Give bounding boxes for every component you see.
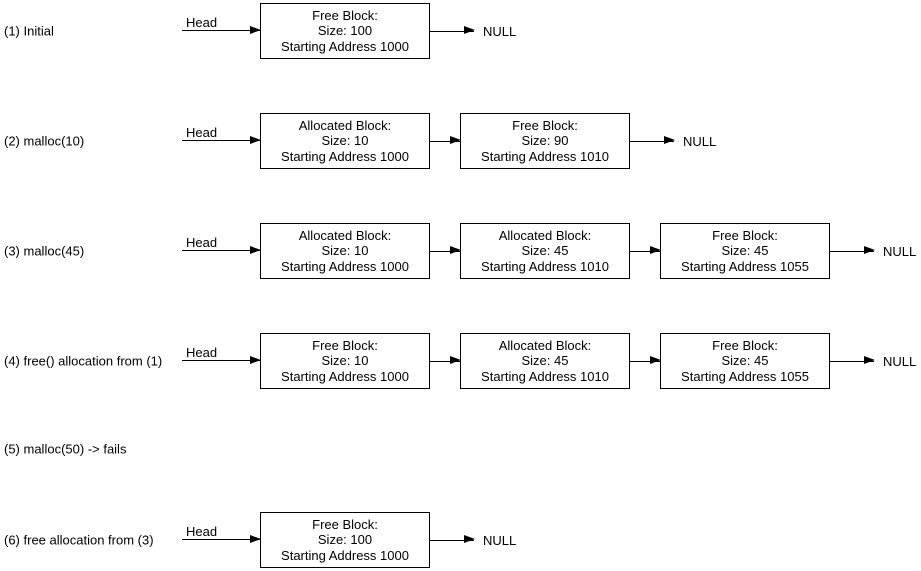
memory-block-allocated: Allocated Block: Size: 45 Starting Addre… xyxy=(460,333,630,389)
block-address: Starting Address 1000 xyxy=(281,38,409,54)
block-type: Free Block: xyxy=(312,516,378,532)
block-type: Free Block: xyxy=(312,337,378,353)
block-size: Size: 90 xyxy=(521,133,569,149)
head-pointer: Head xyxy=(182,512,261,568)
next-pointer-arrow-icon xyxy=(430,246,461,255)
head-arrow-icon xyxy=(182,535,261,544)
block-size: Size: 45 xyxy=(521,353,569,369)
null-arrow-icon xyxy=(430,535,475,544)
block-chain: Free Block: Size: 100 Starting Address 1… xyxy=(260,512,516,568)
step-label: (3) malloc(45) xyxy=(4,243,85,259)
head-label: Head xyxy=(186,524,218,539)
block-type: Allocated Block: xyxy=(298,227,392,243)
next-pointer-arrow-icon xyxy=(630,246,661,255)
block-address: Starting Address 1010 xyxy=(481,258,609,274)
block-size: Size: 45 xyxy=(721,243,769,259)
null-arrow-icon xyxy=(430,26,475,35)
head-label: Head xyxy=(186,235,218,250)
null-label: NULL xyxy=(483,532,517,548)
memory-block-free: Free Block: Size: 45 Starting Address 10… xyxy=(660,333,830,389)
block-type: Free Block: xyxy=(312,7,378,23)
memory-block-free: Free Block: Size: 10 Starting Address 10… xyxy=(260,333,430,389)
memory-block-allocated: Allocated Block: Size: 45 Starting Addre… xyxy=(460,223,630,279)
block-type: Allocated Block: xyxy=(498,337,592,353)
step-label: (6) free allocation from (3) xyxy=(4,532,154,548)
block-address: Starting Address 1055 xyxy=(681,368,809,384)
diagram-row-malloc-50-fails: (5) malloc(50) -> fails xyxy=(0,421,921,477)
block-chain: Allocated Block: Size: 10 Starting Addre… xyxy=(260,223,916,279)
diagram-row-initial: (1) Initial Head Free Block: Size: 100 S… xyxy=(0,3,921,59)
next-pointer-arrow-icon xyxy=(430,356,461,365)
null-arrow-icon xyxy=(630,136,675,145)
block-size: Size: 45 xyxy=(721,353,769,369)
block-type: Allocated Block: xyxy=(298,117,392,133)
null-arrow-icon xyxy=(830,246,875,255)
block-address: Starting Address 1010 xyxy=(481,368,609,384)
head-arrow-icon xyxy=(182,356,261,365)
block-address: Starting Address 1000 xyxy=(281,148,409,164)
next-pointer-arrow-icon xyxy=(630,356,661,365)
block-type: Allocated Block: xyxy=(498,227,592,243)
block-chain: Allocated Block: Size: 10 Starting Addre… xyxy=(260,113,716,169)
next-pointer-arrow-icon xyxy=(430,136,461,145)
block-chain: Free Block: Size: 10 Starting Address 10… xyxy=(260,333,916,389)
block-type: Free Block: xyxy=(712,337,778,353)
memory-block-free: Free Block: Size: 45 Starting Address 10… xyxy=(660,223,830,279)
block-size: Size: 10 xyxy=(321,353,369,369)
head-pointer: Head xyxy=(182,333,261,389)
head-arrow-icon xyxy=(182,246,261,255)
block-size: Size: 10 xyxy=(321,133,369,149)
block-address: Starting Address 1000 xyxy=(281,258,409,274)
block-size: Size: 100 xyxy=(317,23,373,39)
block-size: Size: 10 xyxy=(321,243,369,259)
null-label: NULL xyxy=(483,23,517,39)
memory-block-free: Free Block: Size: 90 Starting Address 10… xyxy=(460,113,630,169)
block-address: Starting Address 1010 xyxy=(481,148,609,164)
block-type: Free Block: xyxy=(512,117,578,133)
head-label: Head xyxy=(186,125,218,140)
step-label: (2) malloc(10) xyxy=(4,133,85,149)
block-chain: Free Block: Size: 100 Starting Address 1… xyxy=(260,3,516,59)
memory-block-free: Free Block: Size: 100 Starting Address 1… xyxy=(260,512,430,568)
memory-block-allocated: Allocated Block: Size: 10 Starting Addre… xyxy=(260,223,430,279)
head-label: Head xyxy=(186,15,218,30)
head-pointer: Head xyxy=(182,3,261,59)
diagram-row-malloc-10: (2) malloc(10) Head Allocated Block: Siz… xyxy=(0,113,921,169)
block-address: Starting Address 1055 xyxy=(681,258,809,274)
step-label: (4) free() allocation from (1) xyxy=(4,353,163,369)
head-pointer: Head xyxy=(182,113,261,169)
null-label: NULL xyxy=(883,243,917,259)
step-label: (1) Initial xyxy=(4,23,54,39)
null-label: NULL xyxy=(683,133,717,149)
memory-block-allocated: Allocated Block: Size: 10 Starting Addre… xyxy=(260,113,430,169)
diagram-row-malloc-45: (3) malloc(45) Head Allocated Block: Siz… xyxy=(0,223,921,279)
null-arrow-icon xyxy=(830,356,875,365)
diagram-row-free-from-3: (6) free allocation from (3) Head Free B… xyxy=(0,512,921,568)
head-arrow-icon xyxy=(182,136,261,145)
block-size: Size: 100 xyxy=(317,532,373,548)
head-label: Head xyxy=(186,345,218,360)
head-pointer: Head xyxy=(182,223,261,279)
block-size: Size: 45 xyxy=(521,243,569,259)
diagram-row-free-from-1: (4) free() allocation from (1) Head Free… xyxy=(0,333,921,389)
head-arrow-icon xyxy=(182,26,261,35)
block-address: Starting Address 1000 xyxy=(281,547,409,563)
block-address: Starting Address 1000 xyxy=(281,368,409,384)
memory-block-free: Free Block: Size: 100 Starting Address 1… xyxy=(260,3,430,59)
null-label: NULL xyxy=(883,353,917,369)
block-type: Free Block: xyxy=(712,227,778,243)
step-label: (5) malloc(50) -> fails xyxy=(4,441,127,457)
